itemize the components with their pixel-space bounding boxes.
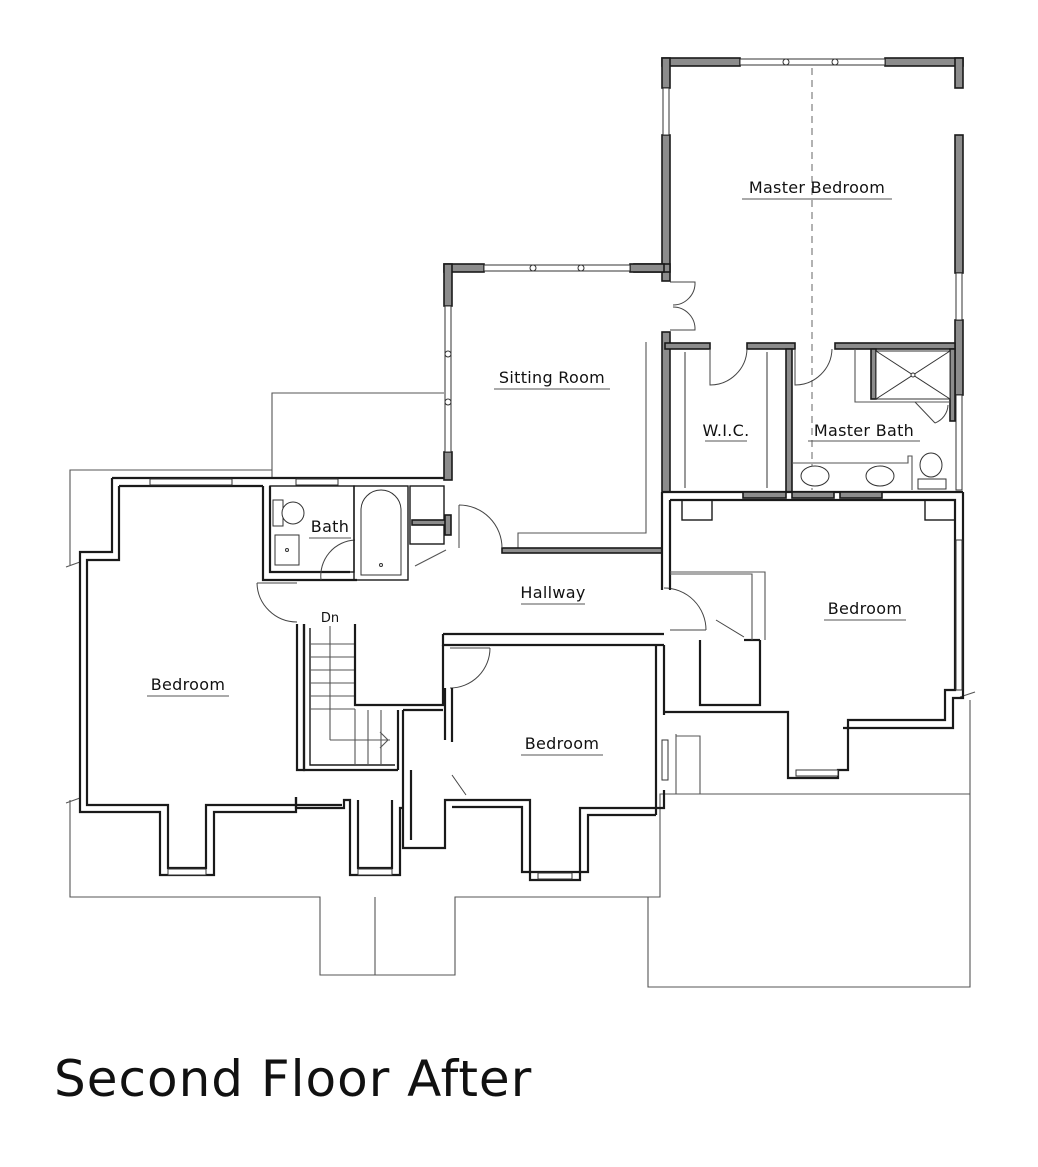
label-sitting-room: Sitting Room [499, 368, 605, 387]
room-labels: Master Bedroom Sitting Room W.I.C. Maste… [147, 178, 920, 756]
label-stair-down: Dn [321, 611, 339, 626]
label-bath: Bath [311, 517, 349, 536]
label-master-bedroom: Master Bedroom [749, 178, 885, 197]
stair-treads [310, 643, 382, 765]
wic-and-master-bath [662, 342, 963, 499]
bath [269, 478, 452, 581]
label-bedroom-west: Bedroom [151, 675, 225, 694]
label-master-bath: Master Bath [814, 421, 914, 440]
roof-outlines [65, 392, 976, 988]
exterior-walls [78, 476, 666, 882]
label-bedroom-center: Bedroom [525, 734, 599, 753]
label-wic: W.I.C. [703, 421, 750, 440]
sitting-room [443, 263, 665, 554]
east-bedroom [660, 492, 965, 780]
label-hallway: Hallway [520, 583, 585, 602]
center-bedroom [443, 645, 669, 815]
label-bedroom-east: Bedroom [828, 599, 902, 618]
plan-title: Second Floor After [54, 1050, 533, 1108]
hallway [302, 587, 707, 772]
floor-plan: Master Bedroom Sitting Room W.I.C. Maste… [65, 57, 976, 988]
